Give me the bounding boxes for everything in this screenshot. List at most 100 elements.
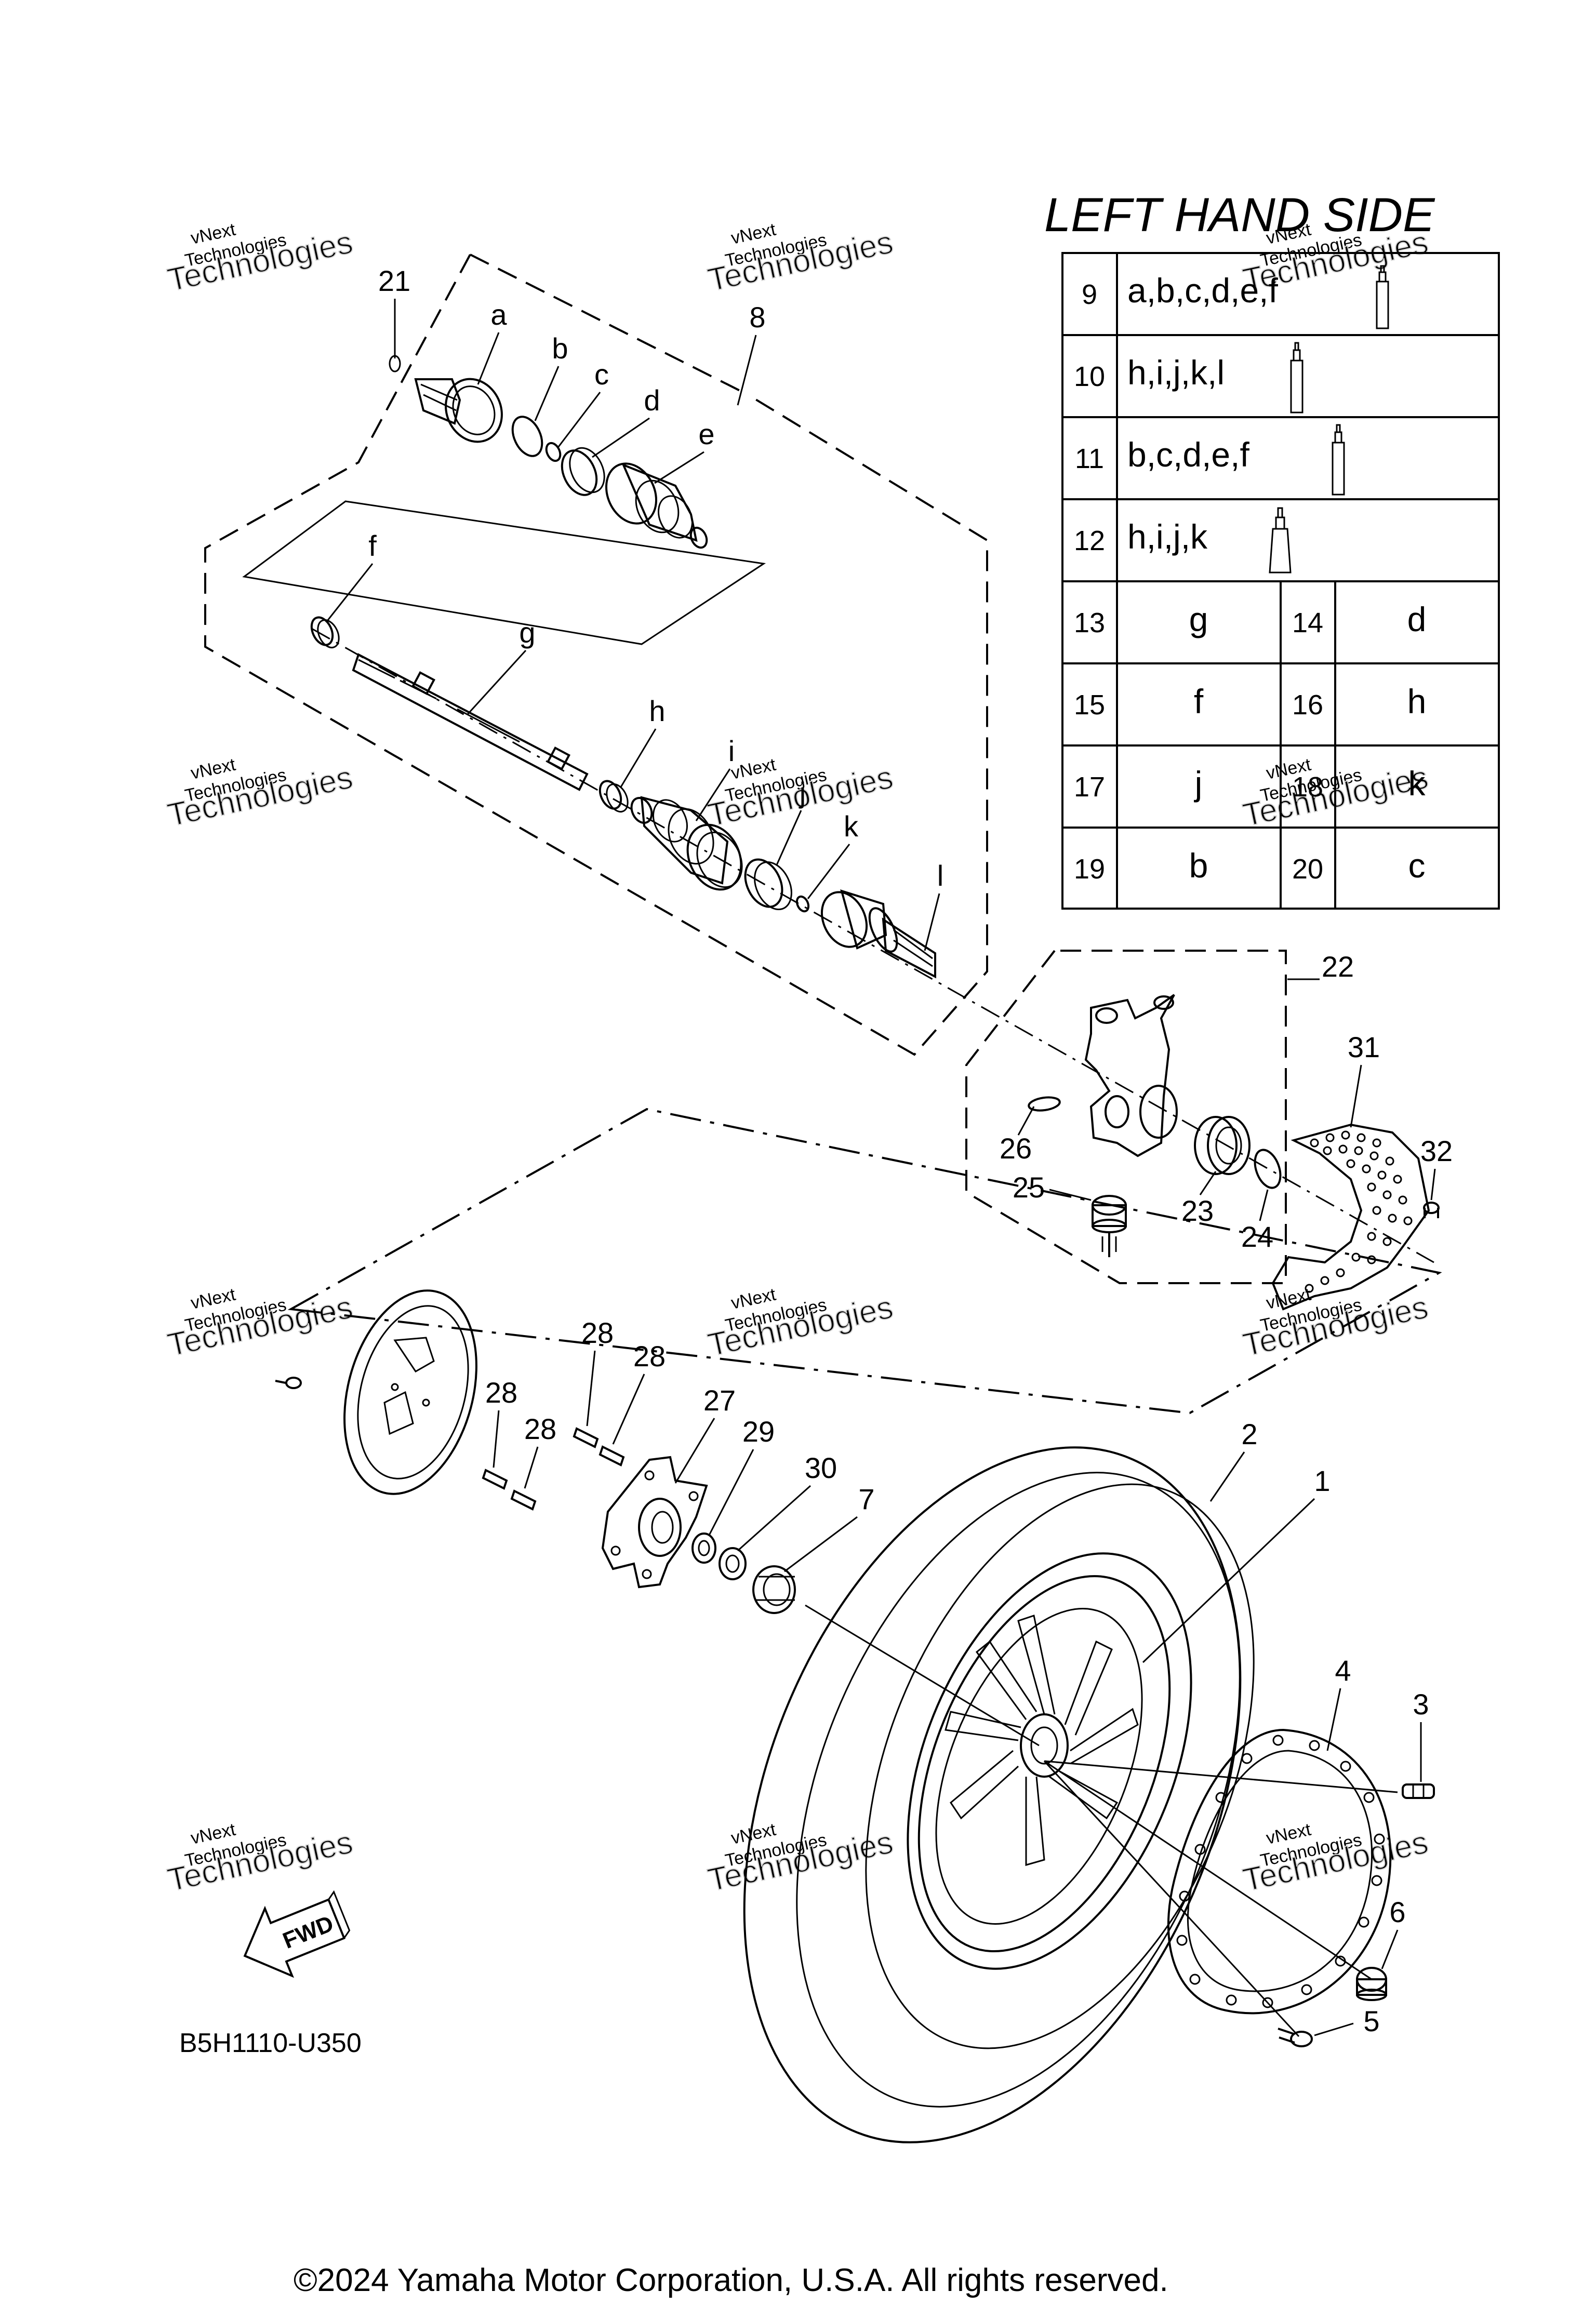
- svg-text:15: 15: [1074, 689, 1105, 721]
- knuckle-group-outline: [965, 950, 1287, 1284]
- studs-28: [482, 1427, 625, 1511]
- callout-e: e: [698, 418, 714, 450]
- callouts-wheel: 2 1 4 3 6 5: [1142, 1418, 1429, 2037]
- steering-knuckle: [1084, 994, 1178, 1157]
- watermark: vNext Technologies Technologies: [704, 219, 897, 299]
- table-row: 13 g 14 d: [1074, 600, 1426, 638]
- boot-band-d: [561, 447, 605, 496]
- sealant-tube-icon: [1290, 342, 1304, 414]
- callout-g: g: [519, 616, 535, 649]
- svg-text:a,b,c,d,e,f: a,b,c,d,e,f: [1127, 271, 1279, 310]
- watermark: vNext Technologies Technologies: [704, 1284, 897, 1364]
- svg-text:b,c,d,e,f: b,c,d,e,f: [1127, 435, 1249, 474]
- callout-22: 22: [1322, 950, 1354, 983]
- callout-28: 28: [633, 1340, 666, 1373]
- svg-text:17: 17: [1074, 771, 1105, 803]
- callout-i: i: [728, 735, 735, 767]
- boot-band-j: [744, 858, 792, 911]
- ball-joint-25: [1092, 1195, 1127, 1257]
- callout-31: 31: [1348, 1031, 1380, 1063]
- svg-text:12: 12: [1074, 525, 1105, 556]
- svg-text:13: 13: [1074, 607, 1105, 638]
- callout-1: 1: [1314, 1464, 1330, 1497]
- beadlock-ring-4: [1167, 1728, 1392, 2015]
- callout-b: b: [552, 332, 568, 365]
- outer-cv-joint-a: [414, 378, 503, 443]
- callout-2: 2: [1241, 1418, 1257, 1450]
- svg-text:g: g: [1189, 600, 1208, 638]
- watermark: vNext Technologies Technologies: [1240, 754, 1432, 834]
- svg-text:11: 11: [1075, 443, 1104, 474]
- table-row: 10 h,i,j,k,l: [1074, 342, 1304, 414]
- sealant-tube-icon: [1376, 265, 1389, 329]
- callout-j: j: [799, 776, 806, 809]
- svg-text:h: h: [1407, 682, 1427, 721]
- hub-group-outline: [287, 1108, 1442, 1415]
- callout-32: 32: [1420, 1135, 1453, 1167]
- shaft-axis-line: [311, 628, 1434, 1263]
- callout-7: 7: [858, 1483, 874, 1515]
- table-row: 19 b 20 c: [1074, 846, 1426, 885]
- callout-28: 28: [485, 1376, 517, 1409]
- callout-3: 3: [1413, 1688, 1429, 1721]
- valve-stem-3: [1402, 1783, 1435, 1799]
- svg-text:h,i,j,k,l: h,i,j,k,l: [1127, 353, 1225, 392]
- cv-boot-e: [605, 462, 708, 549]
- callout-23: 23: [1181, 1194, 1214, 1227]
- boot-band-f: [310, 616, 340, 648]
- grease-tube-icon: [1269, 507, 1292, 574]
- drive-shaft-group-outline: [204, 254, 988, 1056]
- callout-h: h: [649, 695, 665, 727]
- cap-6: [1356, 1967, 1387, 2001]
- svg-text:d: d: [1407, 600, 1427, 638]
- callout-26: 26: [1000, 1132, 1032, 1165]
- fwd-arrow-icon: FWD: [243, 1890, 351, 1978]
- bolt-5: [1278, 2028, 1313, 2047]
- parts-table: 9 a,b,c,d,e,f 10 h,i,j,k,l 11 b,c,d,e,f …: [1061, 252, 1500, 910]
- callout-4: 4: [1335, 1654, 1351, 1687]
- callout-8: 8: [749, 301, 765, 334]
- brake-shield-31: [1271, 1123, 1430, 1311]
- table-row: 9 a,b,c,d,e,f: [1082, 265, 1389, 329]
- bolt-32: [1423, 1202, 1440, 1218]
- callouts-hub: 28 28 28 28 27 29 30 7: [485, 1316, 875, 1573]
- watermark: vNext Technologies Technologies: [164, 1284, 356, 1364]
- callout-5: 5: [1363, 2005, 1379, 2037]
- svg-text:10: 10: [1074, 361, 1105, 392]
- svg-text:k: k: [1408, 764, 1426, 803]
- callout-c: c: [594, 358, 609, 391]
- svg-text:19: 19: [1074, 854, 1105, 885]
- circlip-26: [1028, 1096, 1061, 1112]
- diagram-code: B5H1110-U350: [179, 2028, 362, 2058]
- watermark: vNext Technologies Technologies: [1240, 1819, 1432, 1899]
- wheel-rim-1: [907, 1552, 1192, 1970]
- watermark: vNext Technologies Technologies: [164, 219, 356, 299]
- hub-cap-7: [752, 1565, 796, 1614]
- callout-21: 21: [378, 264, 410, 297]
- bearing-23: [1194, 1116, 1251, 1175]
- callout-6: 6: [1389, 1896, 1405, 1928]
- callout-28: 28: [581, 1316, 614, 1349]
- diagram-title: LEFT HAND SIDE: [1044, 189, 1435, 242]
- table-row: 17 j 18 k: [1074, 764, 1426, 803]
- callout-l: l: [937, 859, 943, 892]
- callout-28: 28: [524, 1413, 556, 1445]
- svg-text:16: 16: [1292, 689, 1323, 721]
- callouts-shaft: 21 a b c d e 8 f g h i j k l: [326, 264, 943, 951]
- watermark: vNext Technologies Technologies: [1240, 1284, 1432, 1364]
- svg-text:h,i,j,k: h,i,j,k: [1127, 517, 1208, 556]
- inner-cv-joint-l: [820, 889, 936, 979]
- copyright-notice: ©2024 Yamaha Motor Corporation, U.S.A. A…: [294, 2262, 1168, 2298]
- callout-k: k: [844, 810, 859, 843]
- callout-d: d: [644, 384, 660, 417]
- circlip-24: [1254, 1149, 1282, 1189]
- svg-text:b: b: [1189, 846, 1208, 885]
- svg-text:c: c: [1408, 846, 1426, 885]
- callout-30: 30: [805, 1451, 837, 1484]
- brake-disc: [343, 1289, 477, 1495]
- callout-29: 29: [742, 1415, 775, 1448]
- ring-bolt-holes: [1176, 1735, 1385, 2008]
- washer-29: [691, 1533, 716, 1564]
- svg-text:14: 14: [1292, 607, 1323, 638]
